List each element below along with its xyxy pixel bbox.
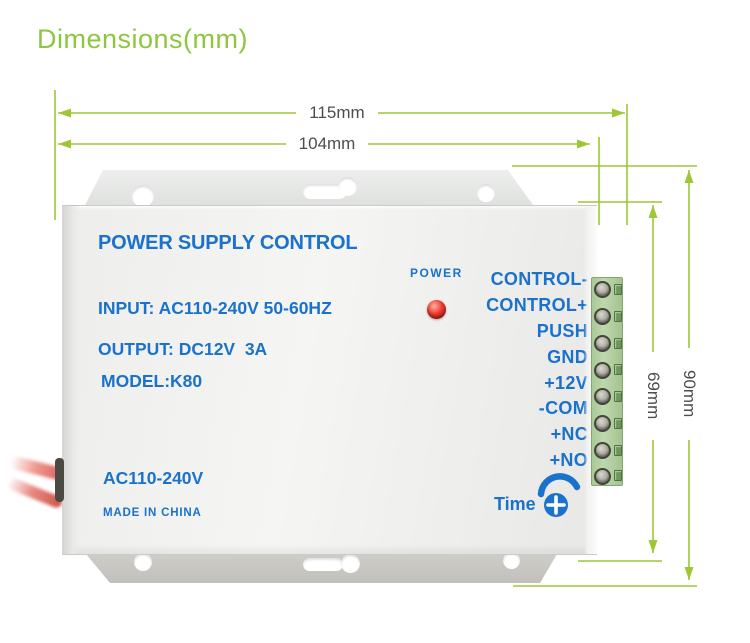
- terminal-tab: [614, 445, 622, 456]
- mounting-hole-left: [134, 554, 152, 571]
- screw-icon: [594, 335, 611, 352]
- page-title: Dimensions(mm): [37, 24, 249, 54]
- screw-icon: [594, 388, 611, 405]
- terminal-tab: [614, 470, 622, 481]
- screw-icon: [594, 415, 611, 432]
- input-voltage-label: AC110-240V: [103, 468, 204, 488]
- screw-icon: [594, 362, 611, 379]
- terminal-block: [591, 277, 623, 486]
- wire-exit-notch: [55, 458, 64, 502]
- device-body: POWER SUPPLY CONTROL POWER INPUT: AC110-…: [62, 205, 597, 555]
- terminal-tab: [614, 364, 622, 375]
- time-adjust-screw-icon: [537, 473, 581, 517]
- power-indicator-label: POWER: [410, 266, 463, 280]
- made-in-china-label: MADE IN CHINA: [103, 507, 202, 519]
- terminal-label-nc: +NC: [550, 424, 588, 445]
- mounting-hole-left: [132, 185, 154, 205]
- keyhole-slot-bar: [303, 558, 343, 571]
- terminal-tab: [614, 391, 622, 402]
- spec-input: INPUT: AC110-240V 50-60HZ: [98, 298, 332, 318]
- time-label: Time: [494, 494, 536, 514]
- mounting-hole-right: [477, 184, 495, 202]
- terminal-tab: [614, 311, 622, 322]
- terminal-label-no: +NO: [549, 450, 588, 471]
- terminal-label-control-minus: CONTROL-: [490, 269, 588, 289]
- screw-icon: [594, 442, 611, 459]
- keyhole-slot-circle: [341, 554, 360, 573]
- dim-label-width-body: 104mm: [286, 133, 368, 155]
- terminal-label-control-plus: CONTROL+: [486, 294, 588, 315]
- terminal-tab: [614, 418, 622, 429]
- terminal-tab: [614, 338, 622, 349]
- spec-model: MODEL:K80: [101, 371, 203, 391]
- device-top-flange: [85, 170, 533, 205]
- power-led-icon: [427, 300, 446, 319]
- mounting-hole-right: [503, 554, 520, 569]
- terminal-label-push: PUSH: [536, 320, 588, 341]
- keyhole-slot-circle: [338, 177, 357, 196]
- screw-icon: [594, 308, 611, 325]
- device-bottom-flange: [86, 554, 557, 583]
- device-heading: POWER SUPPLY CONTROL: [98, 232, 358, 254]
- terminal-label-gnd: GND: [547, 346, 588, 367]
- terminal-label-12v: +12V: [544, 372, 588, 393]
- screw-icon: [594, 281, 611, 298]
- spec-output: OUTPUT: DC12V 3A: [98, 339, 268, 359]
- screw-icon: [594, 468, 611, 485]
- keyhole-slot-bar: [303, 184, 347, 199]
- terminal-label-com: -COM: [538, 398, 588, 419]
- terminal-tab: [614, 284, 622, 295]
- dim-label-height-total: 90mm: [676, 348, 702, 440]
- dim-label-width-total: 115mm: [296, 102, 378, 124]
- terminal-labels: CONTROL- CONTROL+ PUSH GND +12V -COM +NC…: [428, 267, 588, 474]
- dim-label-height-body: 69mm: [640, 352, 666, 440]
